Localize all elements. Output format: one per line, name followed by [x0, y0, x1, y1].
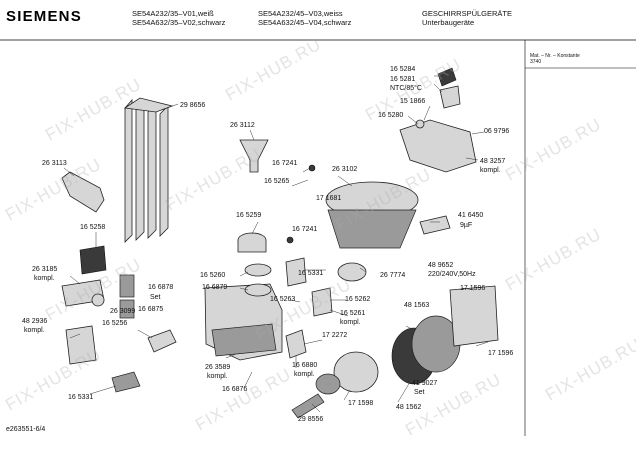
part-label: 16 7241 [272, 160, 298, 167]
part-label: 17 1681 [316, 195, 342, 202]
part-label: 9µF [460, 222, 473, 229]
part-label: 26 3589 [205, 364, 231, 371]
leader-lines [63, 75, 489, 413]
part-label: 29 8556 [298, 416, 324, 423]
part-label: kompl. [34, 275, 55, 282]
valve-part [79, 245, 107, 275]
part-label: Set [150, 294, 161, 301]
part-label: 41 9027 [412, 380, 438, 387]
part-label: kompl. [294, 371, 315, 378]
funnel-part [239, 139, 269, 173]
part-label: 26 3099 [110, 308, 136, 315]
part-label: 16 5258 [80, 224, 106, 231]
matnr-label: Mat. – Nr. – Konstante [530, 53, 580, 59]
part-label: 48 1562 [396, 404, 422, 411]
part-label: 16 5280 [378, 112, 404, 119]
cap-part [315, 373, 341, 395]
part-label: 16 5284 [390, 66, 416, 73]
part-label: 16 6875 [138, 306, 164, 313]
part-label: 16 5263 [270, 296, 296, 303]
matnr-value: 3740 [530, 59, 542, 65]
part-label: NTC/85°C [390, 85, 422, 92]
page-subtitle: Unterbaugeräte [422, 18, 475, 27]
spring-part [119, 274, 135, 298]
part-label: 41 6450 [458, 212, 484, 219]
clip-part [311, 287, 333, 317]
sensor-part [437, 67, 457, 87]
motor-cover [449, 285, 499, 347]
part-label: 17 2272 [322, 332, 348, 339]
part-label: 220/240V,50Hz [428, 271, 476, 278]
part-label: 48 3257 [480, 158, 506, 165]
ring-part [244, 263, 272, 277]
part-label: 48 9652 [428, 262, 454, 269]
part-label: 16 6880 [292, 362, 318, 369]
model-line-2: SE54A632/35–V02,schwarz [132, 18, 226, 27]
part-label: kompl. [207, 373, 228, 380]
impeller-housing [333, 351, 379, 393]
part-label: 17 1596 [460, 285, 486, 292]
part-label: 17 1598 [348, 400, 374, 407]
part-label: 26 7774 [380, 272, 406, 279]
drain-hose [291, 393, 325, 419]
valve-part [65, 325, 97, 365]
part-label: 16 5281 [390, 76, 416, 83]
spray-pipe-assembly [123, 97, 174, 243]
part-label: 16 5262 [345, 296, 371, 303]
part-label: 16 5331 [298, 270, 324, 277]
heater-part [147, 329, 177, 353]
washer-part [91, 293, 105, 307]
hose-part [111, 371, 141, 393]
seal-part [415, 119, 425, 129]
part-label: 26 3102 [332, 166, 358, 173]
document-id: e263551-6/4 [6, 426, 46, 433]
part-label: 16 6879 [202, 284, 228, 291]
part-label: 16 7241 [292, 226, 318, 233]
part-label: kompl. [340, 319, 361, 326]
screw-part [308, 164, 316, 172]
clip-part [285, 257, 307, 287]
model-line-4: SE54A632/45–V04,schwarz [258, 18, 352, 27]
part-label: 29 8656 [180, 102, 206, 109]
page-title: GESCHIRRSPÜLGERÄTE [422, 9, 513, 18]
part-label: 06 9796 [484, 128, 510, 135]
part-label: 17 1596 [488, 350, 514, 357]
part-label: 16 5261 [340, 310, 366, 317]
part-label: 15 1866 [400, 98, 426, 105]
sump-body [327, 209, 417, 249]
part-label: 26 3113 [42, 160, 67, 167]
capacitor-part [419, 215, 451, 235]
part-label: 16 5331 [68, 394, 94, 401]
part-label: 16 5256 [102, 320, 128, 327]
part-label: kompl. [480, 167, 501, 174]
pump-bracket [285, 329, 307, 359]
part-label: 16 5265 [264, 178, 290, 185]
heater-block [399, 119, 477, 173]
part-label: 16 5259 [236, 212, 262, 219]
spring-part [119, 299, 135, 319]
cover-part [61, 171, 105, 213]
part-label: 26 3112 [230, 122, 255, 129]
ntc-sensor [439, 85, 461, 109]
part-label: 26 3185 [32, 266, 58, 273]
part-label: 16 5260 [200, 272, 226, 279]
part-label: 16 6878 [148, 284, 174, 291]
part-label: 16 6876 [222, 386, 248, 393]
part-label: kompl. [24, 327, 45, 334]
model-line-3: SE54A232/45–V03,weiss [258, 9, 343, 18]
part-label: 48 2936 [22, 318, 48, 325]
part-label: 48 1563 [404, 302, 430, 309]
model-line-1: SE54A232/35–V01,weiß [132, 9, 214, 18]
siemens-logo: SIEMENS [6, 8, 82, 25]
ring-part [244, 283, 272, 297]
part-label: Set [414, 389, 425, 396]
